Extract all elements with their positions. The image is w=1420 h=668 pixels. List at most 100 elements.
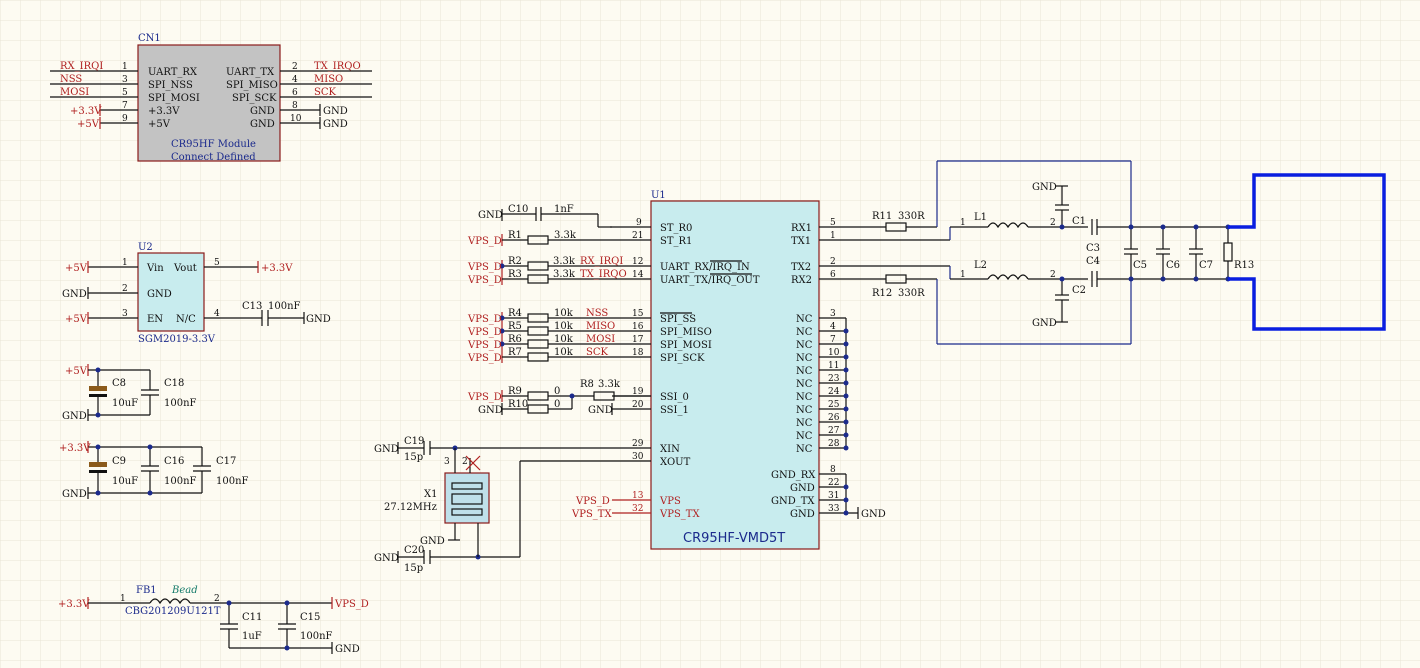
r5-value: 10k: [554, 321, 574, 332]
u1-pin-num: 13: [632, 491, 644, 501]
u2-pin-name: Vout: [173, 263, 197, 274]
cap-bank-3v3[interactable]: +3.3V GND C9 10uF C16 100nF C17 100nF: [59, 441, 249, 500]
net-label: VPS_D: [467, 353, 502, 364]
net-label: VPS_D: [467, 275, 502, 286]
c8-ref: C8: [112, 378, 126, 389]
cn1-pin-num: 2: [292, 62, 298, 72]
r9-value: 0: [554, 386, 560, 397]
net-label: NSS: [60, 74, 82, 85]
net-label: +3.3V: [59, 443, 91, 454]
u1-pin-num: 20: [632, 400, 644, 410]
l1-pin-num: 2: [1050, 218, 1056, 228]
cn1-pin-name: +5V: [148, 119, 171, 130]
fb1-pin-num: 2: [214, 594, 220, 604]
net-label: VPS_D: [467, 392, 502, 403]
u1-pin-num: 10: [828, 348, 840, 358]
c8-value: 10uF: [112, 398, 138, 409]
u1-pin-num: 23: [828, 374, 840, 384]
u1-pin-num: 11: [828, 361, 839, 371]
c6-ref: C6: [1166, 260, 1180, 271]
net-label: +5V: [65, 314, 88, 325]
c11-value: 1uF: [242, 631, 262, 642]
fb1-part: CBG201209U121T: [125, 606, 221, 617]
u2-regulator[interactable]: U2 SGM2019-3.3V +5V GND +5V +3.3V 1 2 3 …: [62, 242, 331, 345]
cn1-pin-num: 10: [290, 114, 302, 124]
gnd-label: GND: [323, 119, 348, 130]
u1-pin-name: SPI_SCK: [660, 353, 705, 364]
u2-pin-num: 5: [214, 258, 220, 268]
u1-pin-num: 7: [830, 335, 836, 345]
gnd-label: GND: [62, 489, 87, 500]
u2-pin-num: 3: [122, 309, 128, 319]
gnd-label: GND: [306, 314, 331, 325]
c19-ref: C19: [404, 436, 424, 447]
c9-value: 10uF: [112, 476, 138, 487]
u1-pin-num: 5: [830, 218, 836, 228]
u1-pin-name: NC: [796, 327, 813, 338]
ferrite-bead-filter[interactable]: +3.3V 1 2 FB1 Bead CBG201209U121T VPS_D …: [58, 585, 369, 655]
gnd-label: GND: [1032, 318, 1057, 329]
gnd-label: GND: [62, 289, 87, 300]
net-label: RX_IRQI: [580, 256, 623, 267]
u1-pin-name: NC: [796, 340, 813, 351]
cn1-pin-num: 9: [122, 114, 128, 124]
c4-ref: C4: [1086, 256, 1100, 267]
cn1-pin-name: GND: [250, 106, 275, 117]
c20-value: 15p: [404, 563, 423, 574]
c2-ref: C2: [1072, 285, 1086, 296]
cn1-pin-name: SPI_MISO: [226, 80, 278, 91]
c10-ref: C10: [508, 204, 528, 215]
net-label: MISO: [314, 74, 343, 85]
gnd-label: GND: [420, 536, 445, 547]
cap-bank-5v[interactable]: +5V GND C8 10uF C18 100nF: [62, 364, 197, 422]
net-label: RX_IRQI: [60, 61, 103, 72]
gnd-label: GND: [478, 210, 503, 221]
cn1-pin-name: UART_TX: [226, 67, 275, 78]
r10-ref: R10: [508, 399, 528, 410]
u1-pin-name: SSI_0: [660, 392, 689, 403]
gnd-label: GND: [374, 444, 399, 455]
net-label: SCK: [314, 87, 337, 98]
gnd-label: GND: [478, 405, 503, 416]
u2-pin-name: N/C: [176, 314, 196, 325]
cn1-sub: Connect Defined: [171, 152, 256, 163]
rf-matching-network[interactable]: R11 330R R12 330R 1 2 L1 1 2 L2 GND C1: [872, 160, 1254, 345]
net-label: VPS_D: [467, 327, 502, 338]
cn1-connector[interactable]: CN1 CR95HF Module Connect Defined 1 3 5 …: [50, 33, 372, 163]
fb1-type: Bead: [171, 585, 198, 596]
r7-value: 10k: [554, 347, 574, 358]
r2-ref: R2: [508, 256, 522, 267]
cn1-pin-num: 6: [292, 88, 298, 98]
cn1-pin-name: UART_RX: [148, 67, 198, 78]
c11-ref: C11: [242, 612, 262, 623]
net-label: +5V: [65, 366, 88, 377]
r10-value: 0: [554, 399, 560, 410]
gnd-label: GND: [1032, 182, 1057, 193]
u1-pin-name: NC: [796, 314, 813, 325]
u1-pin-num: 17: [632, 335, 644, 345]
l2-pin-num: 1: [960, 270, 966, 280]
u1-left-passives[interactable]: GND C10 1nF VPS_D R1 3.3k VPS_D VPS_D R2…: [374, 204, 651, 574]
net-label: VPS_D: [467, 262, 502, 273]
cn1-name: CR95HF Module: [171, 139, 256, 150]
l1-pin-num: 1: [960, 218, 966, 228]
u1-pin-num: 25: [828, 400, 840, 410]
u1-pin-num: 1: [830, 231, 836, 241]
u1-pin-name: ST_R1: [660, 236, 692, 247]
r11-value: 330R: [898, 211, 925, 222]
cn1-pin-num: 1: [122, 62, 128, 72]
u1-cr95hf[interactable]: U1 CR95HF-VMD5T 9 21 12 14 15 16 17 18 1…: [430, 190, 950, 550]
net-label: +3.3V: [70, 106, 102, 117]
c17-value: 100nF: [216, 476, 249, 487]
net-label: VPS_D: [575, 496, 610, 507]
net-label: TX_IRQO: [580, 269, 627, 280]
r4-value: 10k: [554, 308, 574, 319]
u2-pin-num: 1: [122, 258, 128, 268]
u1-pin-num: 21: [632, 231, 643, 241]
gnd-label: GND: [335, 644, 360, 655]
gnd-label: GND: [62, 411, 87, 422]
u2-pin-num: 2: [122, 284, 128, 294]
u1-pin-name: SPI_SS: [660, 314, 696, 325]
u1-pin-name: TX2: [791, 262, 811, 273]
